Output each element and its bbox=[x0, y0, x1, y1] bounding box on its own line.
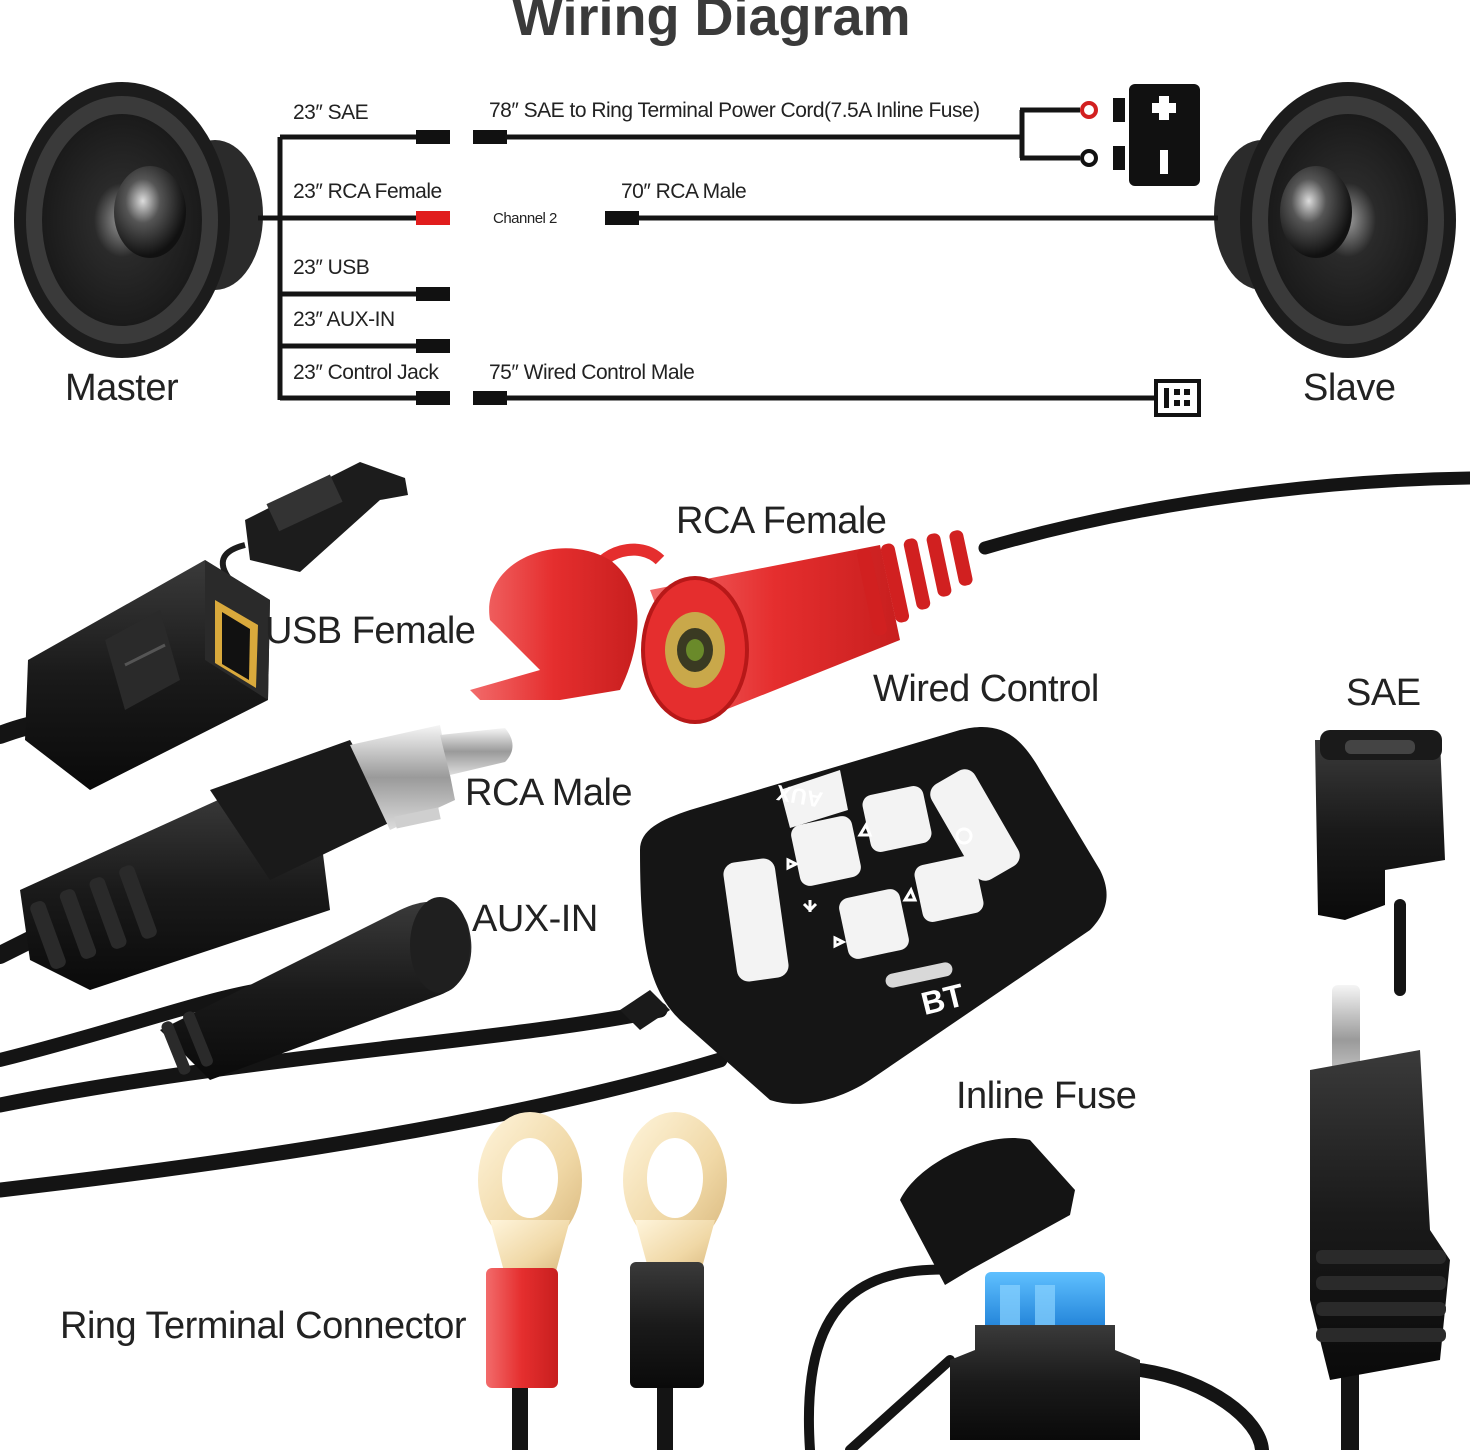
right-plug-connectors bbox=[473, 130, 639, 405]
wire-label-control-jack: 23″ Control Jack bbox=[293, 361, 439, 384]
component-label-rca-female: RCA Female bbox=[676, 500, 887, 542]
master-label: Master bbox=[65, 367, 179, 409]
ring-terminal-connector-icon bbox=[478, 1112, 727, 1388]
master-wire-bus bbox=[258, 134, 420, 401]
wire-label-aux-in: 23″ AUX-IN bbox=[293, 308, 395, 331]
component-label-aux-in: AUX-IN bbox=[472, 898, 598, 940]
aux-in-connector-icon bbox=[160, 897, 472, 1080]
control-jack-connector-icon bbox=[1154, 379, 1201, 417]
slave-label: Slave bbox=[1303, 367, 1396, 409]
battery-icon bbox=[1080, 84, 1200, 186]
component-label-usb-female: USB Female bbox=[265, 610, 476, 652]
wire-label-rca-female: 23″ RCA Female bbox=[293, 180, 442, 203]
rca-male-connector-icon bbox=[20, 725, 513, 990]
diagram-title: Wiring Diagram bbox=[512, 0, 911, 47]
component-label-wired-control: Wired Control bbox=[873, 668, 1099, 710]
inline-fuse-icon bbox=[900, 1138, 1140, 1440]
wire-label-power-cord: 78″ SAE to Ring Terminal Power Cord(7.5A… bbox=[489, 99, 980, 122]
wire-label-usb: 23″ USB bbox=[293, 256, 370, 279]
component-label-ring-terminal: Ring Terminal Connector bbox=[60, 1305, 467, 1347]
usb-female-connector-icon bbox=[25, 462, 408, 790]
component-label-inline-fuse: Inline Fuse bbox=[956, 1075, 1137, 1117]
rca-female-connector-icon bbox=[470, 530, 973, 724]
left-plug-connectors bbox=[416, 130, 450, 405]
wire-label-channel: Channel 2 bbox=[493, 210, 557, 227]
component-label-rca-male: RCA Male bbox=[465, 772, 633, 814]
component-label-sae: SAE bbox=[1346, 672, 1421, 714]
slave-wires bbox=[505, 107, 1218, 401]
wired-control-remote-icon: AUX BT bbox=[620, 726, 1107, 1104]
wire-label-wired-control-male: 75″ Wired Control Male bbox=[489, 361, 695, 384]
cables bbox=[0, 471, 1470, 1450]
sae-connector-icon bbox=[1310, 730, 1450, 1380]
wire-label-sae: 23″ SAE bbox=[293, 101, 369, 124]
slave-speaker-icon bbox=[1214, 82, 1456, 358]
master-speaker-icon bbox=[14, 82, 263, 358]
wire-label-rca-male: 70″ RCA Male bbox=[621, 180, 747, 203]
